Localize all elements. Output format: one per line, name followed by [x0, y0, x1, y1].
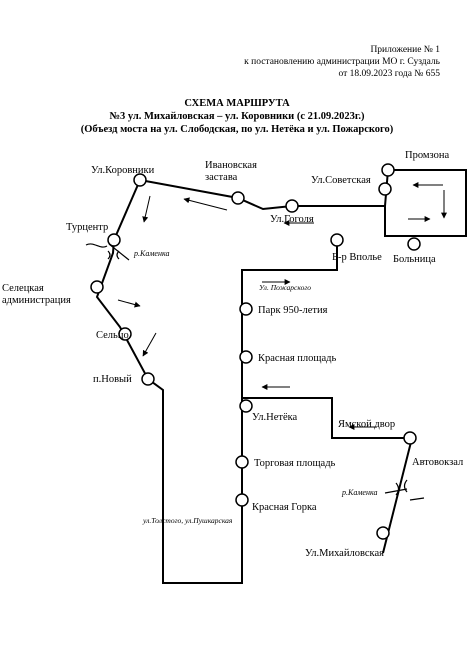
stop-label-promzona: Промзона — [405, 150, 449, 161]
street-label-pozharskogo: Ул. Пожарского — [259, 283, 311, 292]
header-line-1: Приложение № 1 — [370, 45, 440, 55]
stop-label-yamskoy: Ямской двор — [338, 419, 395, 430]
header-line-3: от 18.09.2023 года № 655 — [338, 69, 440, 79]
stop-marker-netyoka[interactable] — [239, 399, 253, 413]
stop-marker-gogolya[interactable] — [285, 199, 299, 213]
stop-label-krasnaya-pl: Красная площадь — [258, 353, 337, 364]
stop-marker-park950[interactable] — [239, 302, 253, 316]
stop-label-seletskaya-wrap: Селецкая администрация — [2, 283, 71, 306]
stop-marker-krasnaya-pl[interactable] — [239, 350, 253, 364]
route-lines — [95, 169, 467, 584]
stop-marker-promzona[interactable] — [381, 163, 395, 177]
stop-marker-torgovaya[interactable] — [235, 455, 249, 469]
stop-label-seltso: Сельцо — [96, 330, 129, 341]
title-line-2: №3 ул. Михайловская – ул. Коровники (с 2… — [109, 111, 365, 122]
stop-label-vpolye: Б-р Вполье — [332, 252, 382, 263]
stop-marker-bolnitsa[interactable] — [407, 237, 421, 251]
stop-label-ivanovskaya: Ивановская застава — [205, 160, 257, 183]
stop-label-avtovokzal: Автовокзал — [412, 457, 463, 468]
stop-marker-mikhailovskaya[interactable] — [376, 526, 390, 540]
stop-label-netyoka: Ул.Нетёка — [252, 412, 298, 423]
stop-label-torgovaya: Торговая площадь — [254, 458, 336, 469]
stop-label-korovniki: Ул.Коровники — [91, 165, 155, 176]
arrow-korovniki-south — [142, 195, 151, 223]
stop-markers — [90, 163, 421, 540]
stop-marker-seletskaya[interactable] — [90, 280, 104, 294]
stop-label-ivanovskaya-wrap: Ивановская застава — [205, 160, 257, 183]
title-line-1: СХЕМА МАРШРУТА — [184, 98, 290, 109]
bridge-kamenka-top-icon — [107, 250, 120, 260]
river-kamenka-top-icon — [85, 243, 130, 261]
arrow-zastava — [183, 197, 228, 211]
stop-marker-krasnaya-gorka[interactable] — [235, 493, 249, 507]
stop-label-seletskaya: Селецкая администрация — [2, 283, 71, 306]
river-crossings — [85, 243, 425, 501]
title-line-3: (Объезд моста на ул. Слободская, по ул. … — [80, 124, 394, 135]
stop-marker-korovniki[interactable] — [133, 173, 147, 187]
stop-label-turcentr: Турцентр — [66, 222, 108, 233]
route-line-main — [95, 169, 467, 584]
stop-marker-seltso[interactable] — [118, 327, 132, 341]
river-label-kamenka-bottom: р.Каменка — [341, 488, 377, 497]
stop-label-sovetskaya: Ул.Советская — [311, 175, 371, 186]
stop-marker-novy[interactable] — [141, 372, 155, 386]
arrow-seltso — [142, 332, 157, 357]
stop-marker-ivanovskaya[interactable] — [231, 191, 245, 205]
header-line-2: к постановлению администрации МО г. Сузд… — [244, 57, 440, 67]
route-line-pozharskogo — [241, 240, 338, 398]
stop-marker-yamskoy[interactable] — [403, 431, 417, 445]
stop-marker-vpolye[interactable] — [330, 233, 344, 247]
stop-label-gogolya: Ул.Гоголя — [270, 214, 314, 225]
river-kamenka-bottom-icon — [384, 479, 425, 501]
arrow-seletskaya — [117, 299, 141, 308]
stop-label-bolnitsa: Больница — [393, 254, 436, 265]
stop-label-park950: Парк 950-летия — [258, 305, 328, 316]
river-label-kamenka-top: р.Каменка — [133, 249, 169, 258]
stop-marker-turcentr[interactable] — [107, 233, 121, 247]
stop-label-krasnaya-gorka: Красная Горка — [252, 502, 317, 513]
street-label-tolstogo: ул.Толстого, ул.Пушкарская — [142, 516, 233, 525]
direction-arrows — [117, 182, 447, 430]
stop-marker-sovetskaya[interactable] — [378, 182, 392, 196]
stop-label-novy: п.Новый — [93, 374, 132, 385]
stop-label-mikhailovskaya: Ул.Михайловская — [305, 548, 384, 559]
